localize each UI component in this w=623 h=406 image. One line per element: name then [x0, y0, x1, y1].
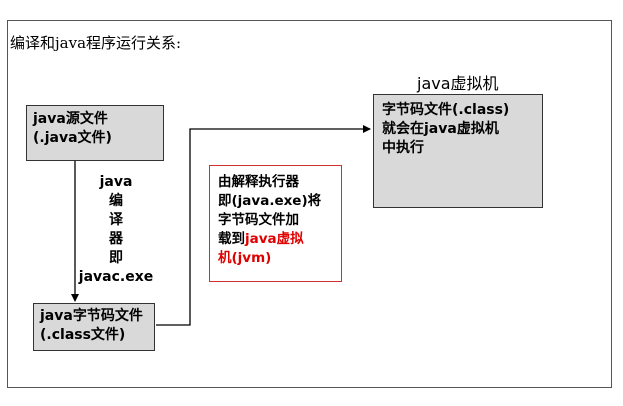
- compiler-label-line: 编: [109, 193, 123, 209]
- jvm-box: 字节码文件(.class) 就会在java虚拟机 中执行: [373, 94, 543, 208]
- compiler-label-line: 器: [109, 231, 123, 247]
- callout-line-3: 字节码文件加: [218, 212, 299, 228]
- compiler-label: java 编 译 器 即 javac.exe: [78, 173, 154, 287]
- callout-line-4: 载到java虚拟: [218, 230, 333, 249]
- jvm-label: java虚拟机: [417, 74, 499, 93]
- source-box-line-1: java源文件: [33, 111, 108, 127]
- source-box-line-2: (.java文件): [33, 130, 112, 146]
- load-arrow: [156, 125, 371, 326]
- class-box-line-2: (.class文件): [40, 327, 126, 343]
- callout-line-4-prefix: 载到: [218, 231, 245, 247]
- compiler-label-line: 译: [109, 212, 123, 228]
- compiler-label-line: java: [99, 174, 133, 190]
- interpreter-callout: 由解释执行器 即(java.exe)将 字节码文件加 载到java虚拟 机(jv…: [209, 165, 342, 282]
- vm-box-line-3: 中执行: [382, 140, 424, 156]
- class-box-line-1: java字节码文件: [40, 308, 143, 324]
- java-source-file-box: java源文件 (.java文件): [26, 105, 164, 161]
- vm-box-line-1: 字节码文件(.class): [382, 102, 510, 118]
- compiler-label-line: javac.exe: [78, 269, 154, 285]
- callout-line-2: 即(java.exe)将: [218, 193, 322, 209]
- compiler-label-line: 即: [109, 250, 123, 266]
- callout-line-5: 机(jvm): [218, 250, 272, 266]
- bytecode-file-box: java字节码文件 (.class文件): [33, 303, 155, 351]
- callout-highlight-jvm: java虚拟: [245, 231, 304, 247]
- callout-line-1: 由解释执行器: [218, 174, 299, 190]
- vm-box-line-2: 就会在java虚拟机: [382, 121, 499, 137]
- diagram-title: 编译和java程序运行关系:: [10, 34, 182, 52]
